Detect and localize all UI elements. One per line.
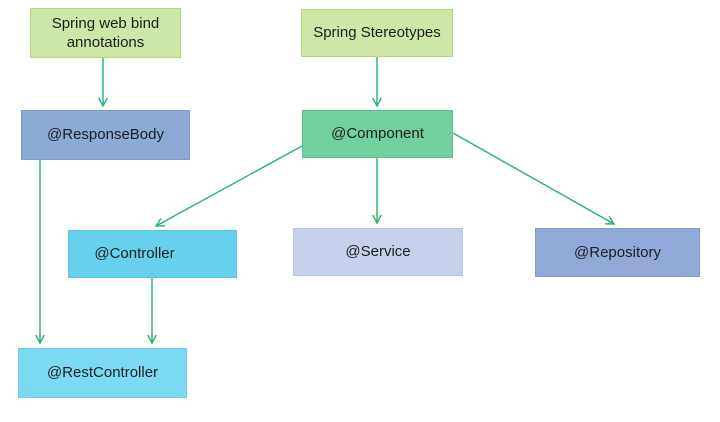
node-label: Spring Stereotypes (313, 24, 441, 42)
node-response-body: @ResponseBody (21, 110, 190, 160)
node-label: @Service (345, 243, 411, 261)
node-label: @Controller (94, 245, 175, 263)
node-rest-controller: @RestController (18, 348, 187, 398)
edge-component-to-controller (154, 145, 303, 227)
node-controller: @Controller (68, 230, 237, 278)
node-component: @Component (302, 110, 453, 158)
node-service: @Service (293, 228, 463, 276)
edge-component-to-repository (452, 132, 616, 225)
node-spring-web-bind-annotations: Spring web bind annotations (30, 8, 181, 58)
node-label: Spring web bind annotations (51, 14, 160, 52)
node-label: @Repository (574, 243, 661, 261)
node-label: @RestController (46, 364, 159, 382)
node-label: @Component (331, 125, 424, 143)
node-spring-stereotypes: Spring Stereotypes (301, 9, 453, 57)
node-repository: @Repository (535, 228, 700, 277)
node-label: @ResponseBody (47, 126, 164, 144)
